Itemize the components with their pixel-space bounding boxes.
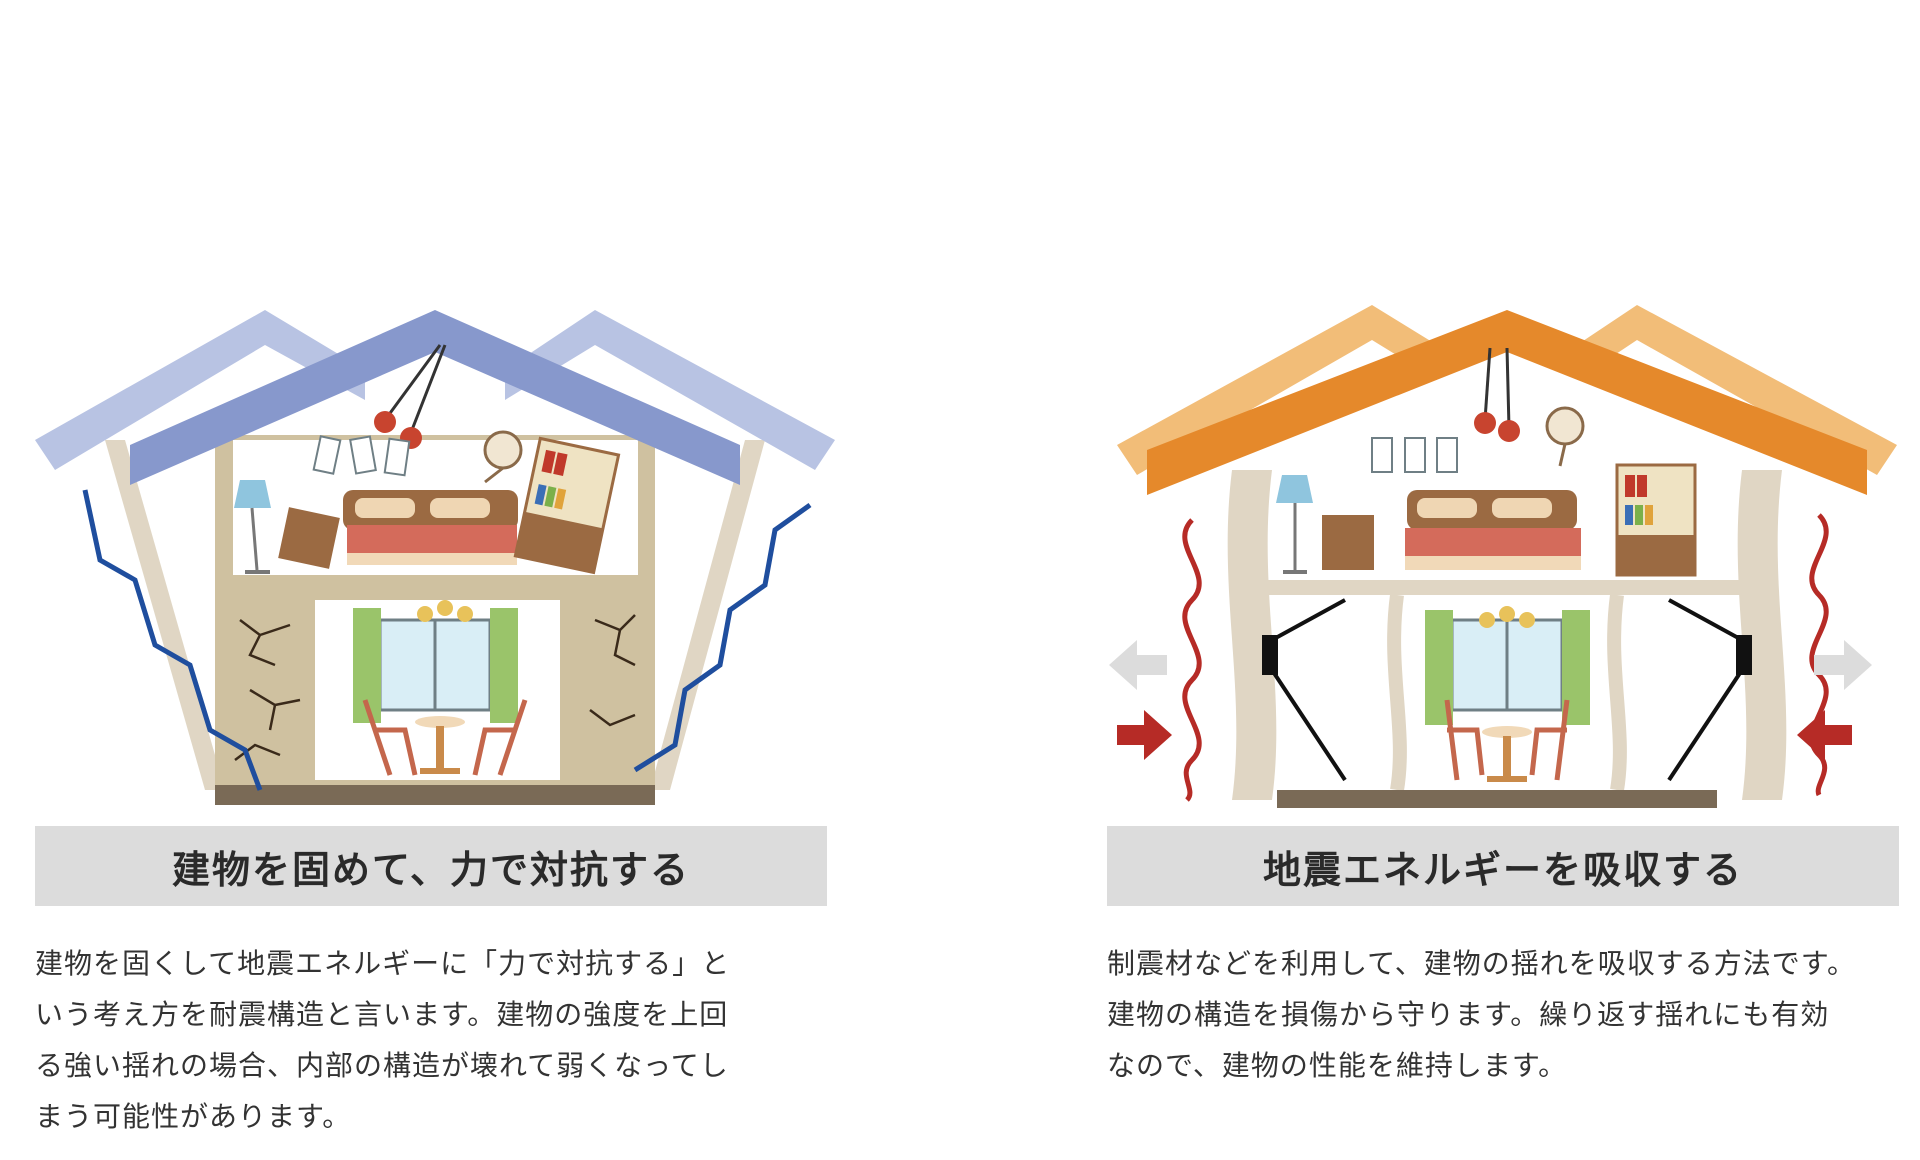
description-line: 制震材などを利用して、建物の揺れを吸収する方法です。 xyxy=(1107,947,1856,980)
description-line: いう考え方を耐震構造と言います。建物の強度を上回 xyxy=(35,998,729,1031)
cactus-card-icon xyxy=(349,435,377,475)
pendant-lamp-icon xyxy=(1498,420,1520,442)
panel-rigid-structure: 建物を固めて、力で対抗する 建物を固くして地震エネルギーに「力で対抗する」と い… xyxy=(35,0,835,1160)
floor-slab xyxy=(1277,790,1717,808)
floor-slab xyxy=(215,785,655,805)
main-roof xyxy=(1147,310,1867,495)
nightstand-icon xyxy=(1322,515,1374,570)
damping-house-illustration xyxy=(1109,305,1897,808)
description-line: まう可能性があります。 xyxy=(35,1100,352,1133)
chair-icon xyxy=(362,699,418,776)
bookshelf-icon xyxy=(513,436,621,575)
wall-column-left xyxy=(1227,470,1277,800)
main-roof xyxy=(130,310,740,485)
mid-floor-beam xyxy=(1247,580,1767,595)
ghost-roof-right xyxy=(505,310,835,470)
force-arrow-left-icon xyxy=(1797,710,1852,760)
wall-column-right xyxy=(1737,470,1787,800)
ghost-arrow-right-icon xyxy=(1814,640,1872,690)
ghost-wall-right xyxy=(650,440,765,790)
chandelier-icon xyxy=(1479,612,1495,628)
wall-clock-icon xyxy=(483,430,523,470)
chair-icon xyxy=(1444,699,1485,781)
chandelier-icon xyxy=(417,606,433,622)
label-bar: 地震エネルギーを吸収する xyxy=(1107,826,1899,906)
dining-table-icon xyxy=(415,716,465,728)
panel-label: 建物を固めて、力で対抗する xyxy=(171,847,691,892)
description-line: 建物を固くして地震エネルギーに「力で対抗する」と xyxy=(35,947,731,980)
floor-lamp-icon xyxy=(1276,475,1313,503)
cactus-card-icon xyxy=(1371,437,1393,473)
shake-wave-left xyxy=(82,489,263,791)
chair-icon xyxy=(1529,699,1570,781)
description-line: る強い揺れの場合、内部の構造が壊れて弱くなってし xyxy=(35,1049,729,1082)
floor-lamp-icon xyxy=(234,480,271,508)
shake-wave-right xyxy=(633,502,812,773)
panel-label: 地震エネルギーを吸収する xyxy=(1262,847,1743,892)
bookshelf-icon xyxy=(1615,463,1697,577)
ghost-arrow-left-icon xyxy=(1109,640,1167,690)
cactus-card-icon xyxy=(312,435,342,475)
label-bar: 建物を固めて、力で対抗する xyxy=(35,826,827,906)
wall-clock-icon xyxy=(1545,406,1585,446)
panel-description: 建物を固くして地震エネルギーに「力で対抗する」と いう考え方を耐震構造と言います… xyxy=(35,938,835,1142)
pendant-lamp-icon xyxy=(374,411,396,433)
chair-icon xyxy=(472,699,528,776)
damped-wave-left xyxy=(1182,518,1202,802)
curtain-right xyxy=(490,608,518,723)
crack-marks xyxy=(589,614,636,727)
crack-marks xyxy=(234,619,301,761)
pendant-lamp-icon xyxy=(1474,412,1496,434)
panel-damping-structure: 地震エネルギーを吸収する 制震材などを利用して、建物の揺れを吸収する方法です。 … xyxy=(1107,0,1907,1160)
panel-description: 制震材などを利用して、建物の揺れを吸収する方法です。 建物の構造を損傷から守りま… xyxy=(1107,938,1907,1091)
ghost-wall-left xyxy=(105,440,225,790)
damper-brace-left xyxy=(1262,598,1347,782)
description-line: なので、建物の性能を維持します。 xyxy=(1107,1049,1568,1082)
cactus-card-icon xyxy=(383,437,411,477)
description-line: 建物の構造を損傷から守ります。繰り返す揺れにも有効 xyxy=(1107,998,1830,1031)
ghost-roof-left xyxy=(35,310,365,470)
dining-table-icon xyxy=(1482,726,1532,738)
cactus-card-icon xyxy=(1404,437,1426,473)
rigid-house-illustration xyxy=(35,310,835,805)
cactus-card-icon xyxy=(1436,437,1458,473)
nightstand-icon xyxy=(278,507,340,569)
force-arrow-right-icon xyxy=(1117,710,1172,760)
damper-brace-right xyxy=(1667,598,1752,782)
